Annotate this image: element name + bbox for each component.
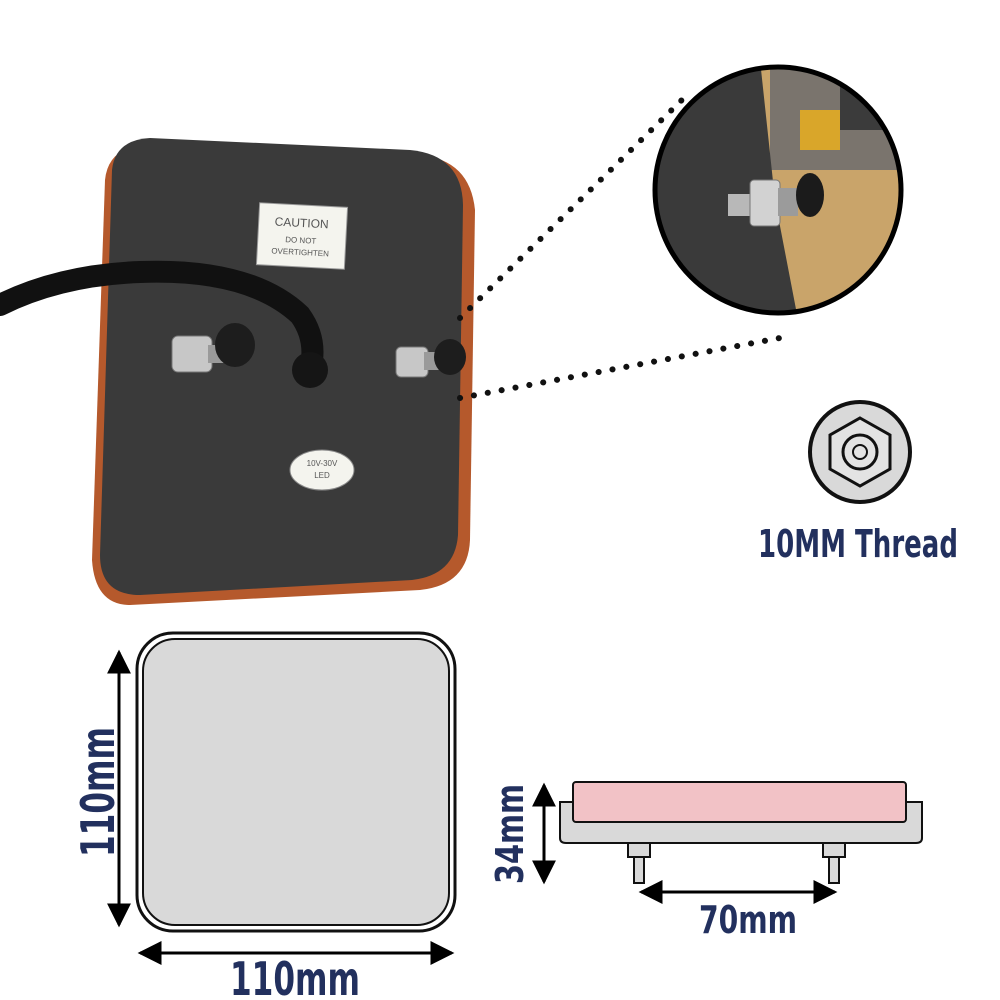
power-cable [0, 260, 324, 381]
backing-pad [100, 138, 463, 595]
bolt-spacing-label: 70mm [699, 898, 797, 942]
caution-sticker: CAUTION DO NOT OVERTIGHTEN [255, 202, 349, 270]
cable-grommet [292, 352, 328, 388]
left-bolt [171, 323, 255, 373]
width-label: 110mm [230, 952, 360, 1000]
caution-line-1: DO NOT [285, 235, 317, 246]
hex-thread-icon [808, 400, 912, 504]
voltage-line-2: LED [314, 471, 330, 480]
front-view: 110mm 110mm [71, 631, 457, 1000]
side-view: 34mm 70mm [488, 781, 923, 942]
product-photo: CAUTION DO NOT OVERTIGHTEN 10V-30V LED [0, 138, 475, 605]
voltage-label: 10V-30V LED [289, 449, 355, 491]
voltage-line-1: 10V-30V [307, 459, 338, 468]
caution-line-2: OVERTIGHTEN [271, 246, 329, 258]
bolt-zoom-inset [652, 64, 904, 316]
depth-label: 34mm [488, 784, 532, 884]
caution-title: CAUTION [274, 215, 329, 232]
thread-label: 10MM Thread [758, 522, 958, 566]
height-label: 110mm [71, 727, 125, 857]
right-bolt [395, 339, 466, 378]
zoom-callout-lines [457, 89, 783, 401]
